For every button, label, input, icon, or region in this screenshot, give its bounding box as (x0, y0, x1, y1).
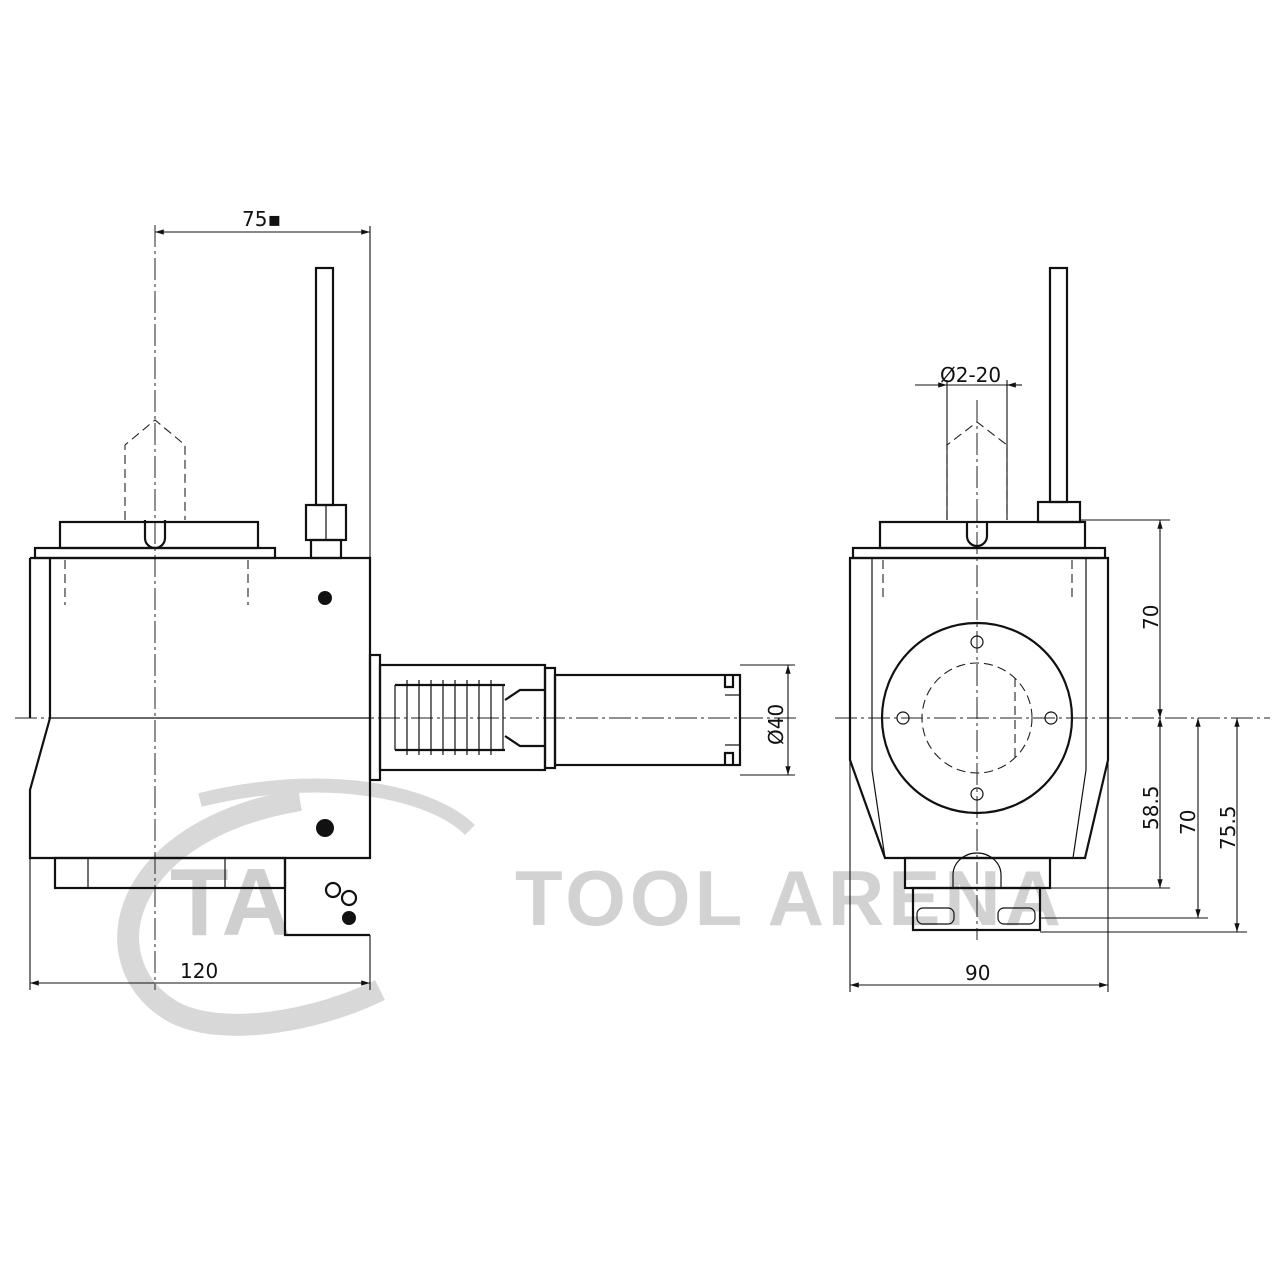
watermark-text: TOOL ARENA (515, 854, 1065, 942)
flange (880, 621, 1074, 815)
top-clamp-plate (851, 520, 1107, 560)
dimension-label: 90 (965, 961, 990, 985)
dimension-75-5: 75.5 (1040, 718, 1247, 933)
watermark-logo: TA (170, 849, 291, 956)
dimension-label: 75.5 (1216, 805, 1240, 850)
dimension-label: Ø2-20 (940, 363, 1001, 387)
dimension-label: 70 (1139, 605, 1163, 630)
front-view: Ø2-20 70 58.5 70 75.5 90 (835, 266, 1270, 992)
dimension-label: 70 (1176, 810, 1200, 835)
coolant-pipe (304, 266, 348, 560)
dimension-70-upper: 70 (1080, 519, 1170, 718)
coolant-pipe (1036, 266, 1082, 524)
dimension-diameter-2-20: Ø2-20 (915, 363, 1022, 520)
dimension-label: 120 (180, 959, 218, 983)
dimension-58-5: 58.5 (1050, 718, 1170, 889)
base-block (53, 856, 370, 937)
dimension-90: 90 (849, 760, 1109, 992)
dimension-120: 120 (29, 858, 371, 990)
watermark: TA TOOL ARENA (117, 778, 1065, 1036)
screw-icon (316, 819, 334, 837)
watermark-swoosh (117, 789, 385, 1036)
spindle-shank (368, 653, 742, 782)
base-block (903, 852, 1052, 932)
tool-outline (124, 419, 186, 520)
watermark-swoosh-top (198, 778, 475, 836)
dimension-label: 75▪ (242, 207, 281, 231)
dimension-75: 75▪ (155, 207, 371, 558)
side-view: 75▪ 120 Ø40 (15, 207, 800, 990)
dimension-label: Ø40 (764, 704, 788, 745)
dimension-diameter-40: Ø40 (740, 664, 795, 776)
top-clamp-plate (33, 520, 277, 560)
dimension-label: 58.5 (1139, 785, 1163, 830)
housing (28, 556, 372, 860)
dimension-70-lower: 70 (1040, 718, 1208, 919)
screw-icon (318, 591, 332, 605)
